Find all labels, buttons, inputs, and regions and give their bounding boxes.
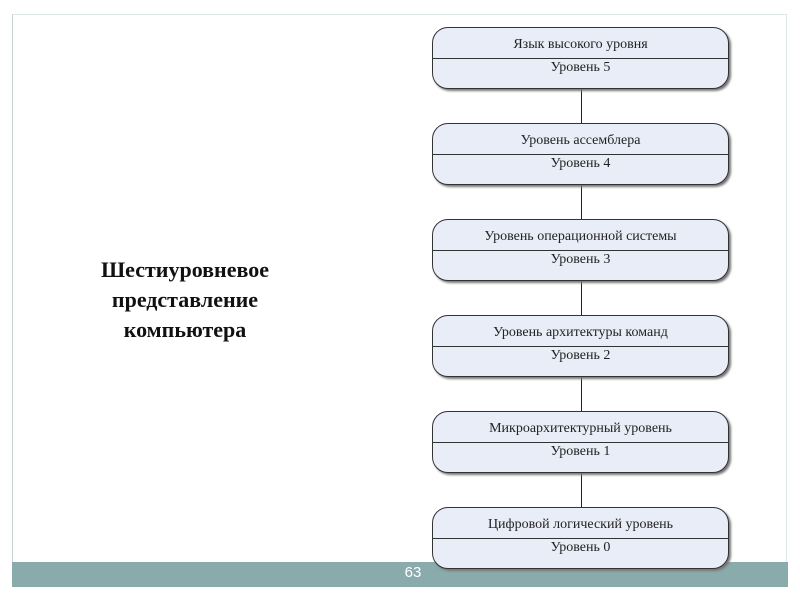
page-number: 63 — [404, 564, 422, 581]
level-name: Микроархитектурный уровень — [489, 421, 672, 436]
level-number: Уровень 0 — [550, 540, 611, 555]
title-line: компьютера — [123, 317, 247, 342]
level-number: Уровень 1 — [550, 444, 611, 459]
connector — [581, 473, 582, 507]
level-name: Уровень архитектуры команд — [493, 325, 668, 340]
level-number: Уровень 4 — [550, 156, 611, 171]
level-name: Цифровой логический уровень — [487, 517, 674, 532]
connector — [581, 281, 582, 315]
connector — [581, 185, 582, 219]
connector — [581, 377, 582, 411]
level-number: Уровень 2 — [550, 348, 611, 363]
slide-title: Шестиуровневое представление компьютера — [60, 255, 310, 345]
title-line: Шестиуровневое — [101, 257, 269, 282]
slide-frame — [12, 14, 787, 587]
level-name: Уровень ассемблера — [520, 133, 641, 148]
level-number: Уровень 5 — [550, 60, 611, 75]
connector — [581, 89, 582, 123]
level-name: Язык высокого уровня — [513, 37, 648, 52]
title-line: представление — [111, 287, 259, 312]
level-name: Уровень операционной системы — [484, 229, 677, 244]
level-number: Уровень 3 — [550, 252, 611, 267]
